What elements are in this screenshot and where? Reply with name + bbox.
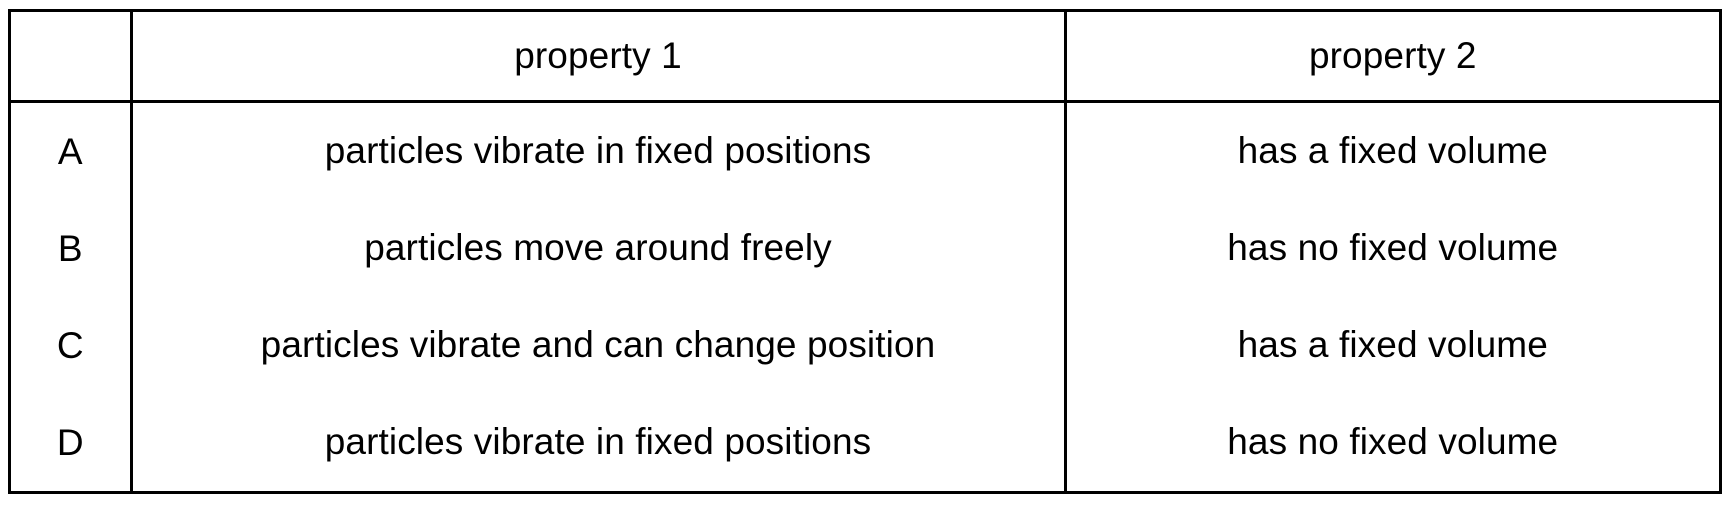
- cell-text: particles vibrate in fixed positions: [324, 421, 872, 463]
- row-label-d: D: [11, 394, 133, 491]
- row-label-b: B: [11, 200, 133, 297]
- cell-d-property-2: has no fixed volume: [1065, 394, 1719, 491]
- cell-a-property-2: has a fixed volume: [1065, 101, 1719, 200]
- cell-text: particles vibrate and can change positio…: [260, 324, 936, 366]
- cell-text: has no fixed volume: [1227, 227, 1559, 269]
- table-row[interactable]: A particles vibrate in fixed positions h…: [11, 101, 1719, 200]
- cell-text: particles move around freely: [364, 227, 832, 269]
- cell-c-property-1: particles vibrate and can change positio…: [131, 297, 1067, 394]
- cell-text: has no fixed volume: [1227, 421, 1559, 463]
- table-row[interactable]: B particles move around freely has no fi…: [11, 200, 1719, 297]
- table-row[interactable]: C particles vibrate and can change posit…: [11, 297, 1719, 394]
- table-header-row: property 1 property 2: [11, 12, 1719, 103]
- quiz-table: property 1 property 2 A particles vibrat…: [11, 12, 1719, 491]
- header-cell-property-2: property 2: [1065, 12, 1719, 103]
- row-label-a: A: [11, 101, 133, 200]
- cell-text: has a fixed volume: [1237, 324, 1548, 366]
- cell-b-property-1: particles move around freely: [131, 200, 1067, 297]
- cell-b-property-2: has no fixed volume: [1065, 200, 1719, 297]
- row-label-c: C: [11, 297, 133, 394]
- cell-c-property-2: has a fixed volume: [1065, 297, 1719, 394]
- cell-text: particles vibrate in fixed positions: [324, 130, 872, 172]
- answer-options-table: property 1 property 2 A particles vibrat…: [8, 9, 1722, 494]
- header-cell-property-1: property 1: [131, 12, 1067, 103]
- cell-text: has a fixed volume: [1237, 130, 1548, 172]
- table-row[interactable]: D particles vibrate in fixed positions h…: [11, 394, 1719, 491]
- cell-a-property-1: particles vibrate in fixed positions: [131, 101, 1067, 200]
- cell-d-property-1: particles vibrate in fixed positions: [131, 394, 1067, 491]
- header-cell-blank: [11, 12, 133, 103]
